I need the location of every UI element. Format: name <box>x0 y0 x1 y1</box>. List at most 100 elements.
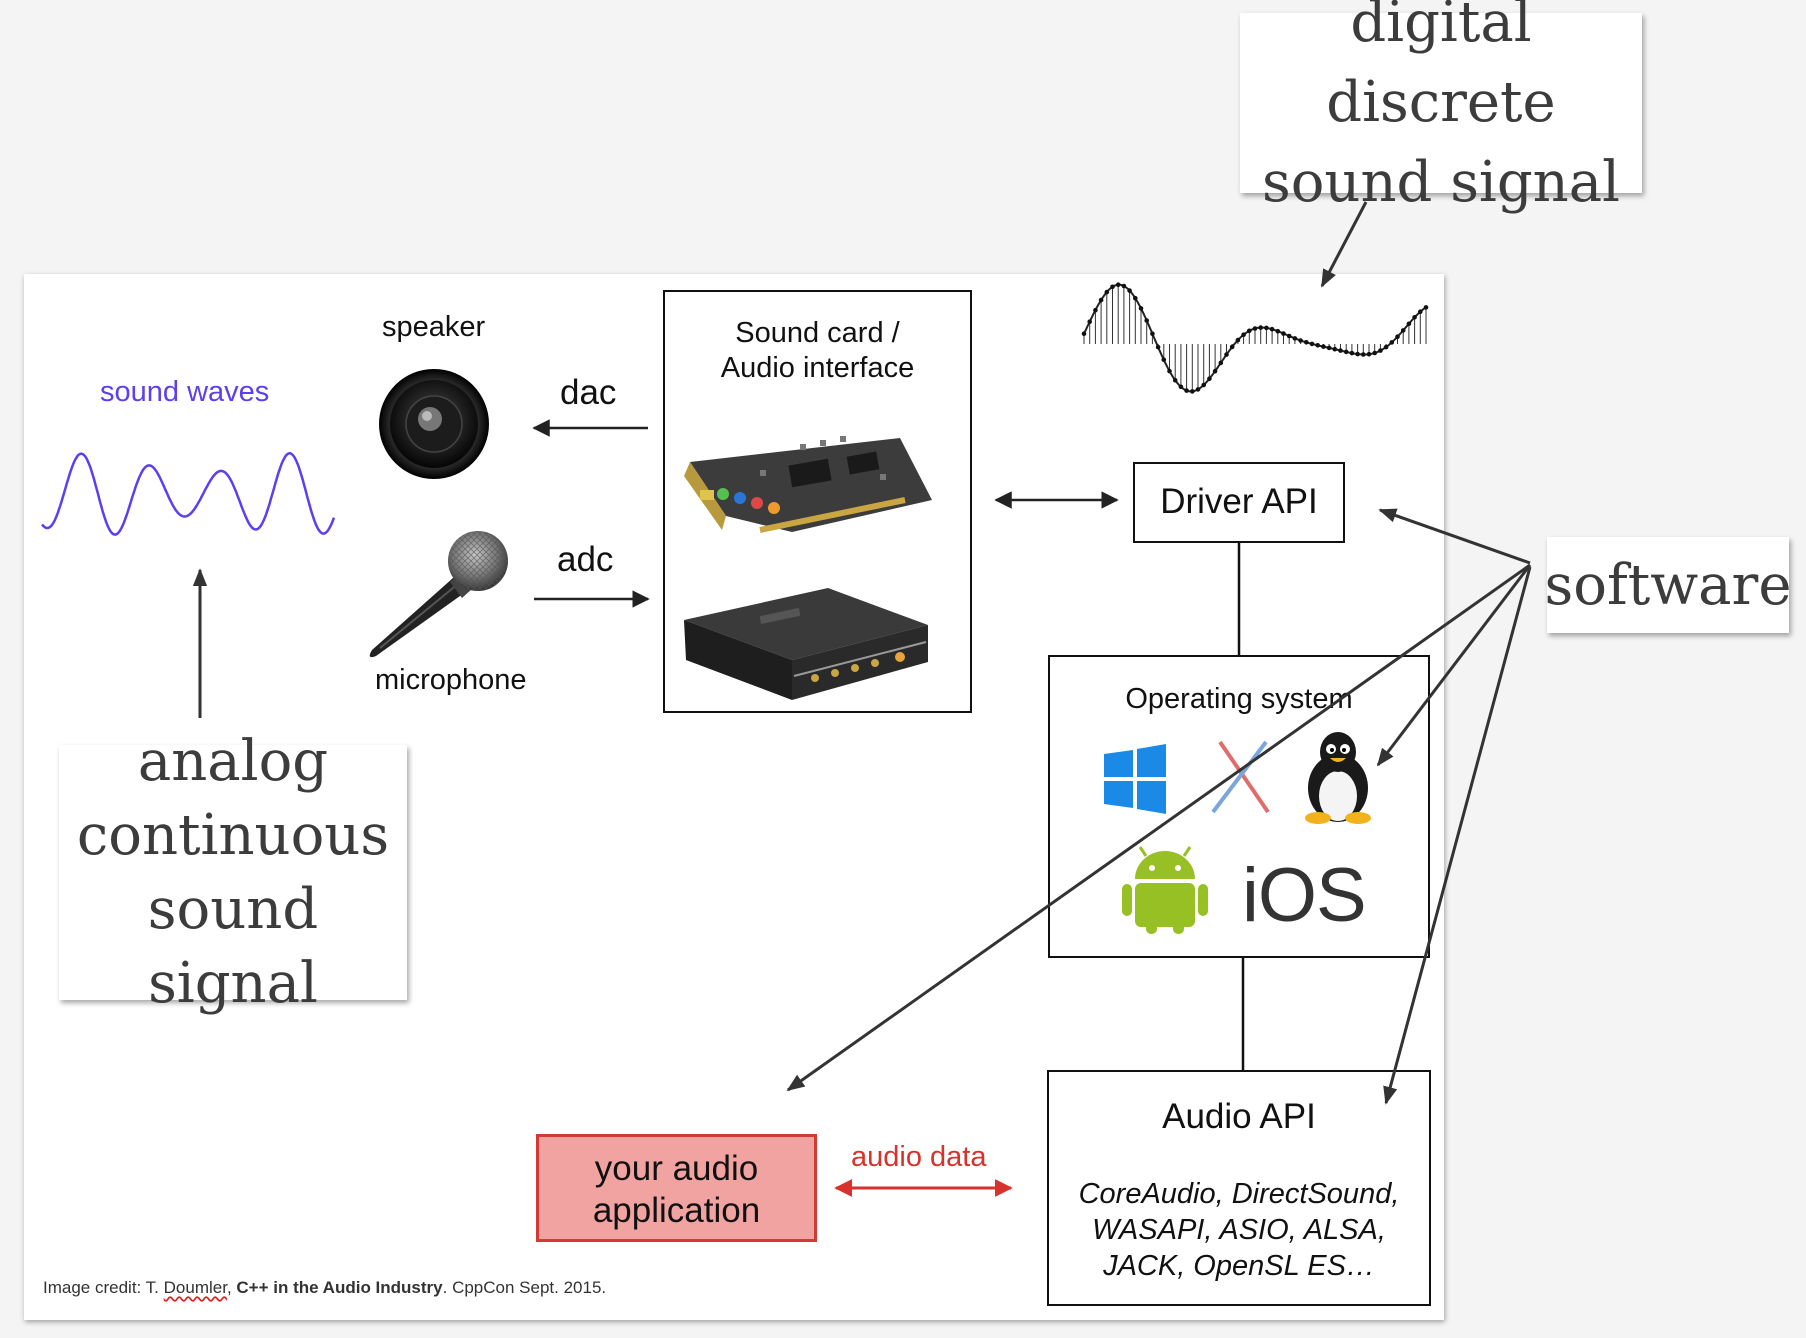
sample-point <box>1133 295 1138 301</box>
sample-point <box>1229 344 1235 350</box>
sample-point <box>1309 341 1315 347</box>
sample-point <box>1355 351 1360 357</box>
sample-point <box>1093 307 1098 313</box>
audio-data-label: audio data <box>851 1141 987 1173</box>
sample-point <box>1138 306 1144 311</box>
sample-point <box>1286 333 1292 339</box>
digital-callout-line-2: sound signal <box>1261 150 1621 215</box>
digital-discrete-wave <box>1081 282 1429 394</box>
windows-logo-icon <box>1104 744 1166 814</box>
audio-api-list-line-2: WASAPI, ASIO, ALSA, <box>1092 1214 1386 1246</box>
sample-point <box>1395 334 1400 340</box>
sample-point <box>1247 328 1252 334</box>
sample-point <box>1081 331 1087 337</box>
sound-card-title-line-1: Sound card / <box>735 317 900 349</box>
sample-point <box>1224 352 1229 357</box>
sample-point <box>1383 344 1389 350</box>
sample-point <box>1150 331 1155 337</box>
driver-api-label: Driver API <box>1160 482 1318 521</box>
sample-point <box>1167 368 1172 374</box>
sample-point <box>1361 352 1366 357</box>
microphone-icon <box>369 531 508 658</box>
sample-point <box>1178 384 1184 390</box>
sample-point <box>1161 357 1167 363</box>
audio-api-label: Audio API <box>1162 1097 1316 1136</box>
sound-card-title-line-2: Audio interface <box>720 352 915 384</box>
sample-point <box>1281 331 1286 336</box>
sample-point <box>1338 348 1343 353</box>
sample-point <box>1155 344 1161 350</box>
sample-point <box>1372 350 1377 356</box>
linux-tux-icon <box>1305 732 1371 824</box>
sample-point <box>1184 388 1189 393</box>
macos-x-logo-icon <box>1211 740 1270 814</box>
analog-signal-callout: analog continuous sound signal <box>59 729 407 1016</box>
sample-point <box>1378 348 1383 353</box>
sample-point <box>1269 326 1275 332</box>
sample-point <box>1104 289 1110 295</box>
analog-callout-line-1: analog <box>137 728 329 794</box>
sound-waves-label: sound waves <box>100 376 270 408</box>
sample-point <box>1292 336 1298 341</box>
sample-point <box>1212 368 1218 374</box>
adc-label: adc <box>557 540 614 579</box>
sample-point <box>1326 345 1332 351</box>
your-app-line-2: application <box>592 1191 761 1230</box>
sample-point <box>1110 284 1115 290</box>
sample-point <box>1406 321 1412 327</box>
sample-point <box>1087 319 1092 325</box>
audio-api-list-line-1: CoreAudio, DirectSound, <box>1078 1178 1400 1210</box>
driver-api-box <box>1133 462 1345 543</box>
software-callout: software <box>1544 537 1792 633</box>
microphone-label: microphone <box>375 664 527 696</box>
external-audio-interface-icon <box>684 588 928 700</box>
ios-label: iOS <box>1242 853 1367 938</box>
digital-signal-callout: digital discrete sound signal <box>1240 0 1642 215</box>
sample-point <box>1252 326 1258 331</box>
android-logo-icon <box>1122 846 1208 934</box>
sample-point <box>1121 283 1127 289</box>
sample-point <box>1195 387 1201 392</box>
credit-suffix: . CppCon Sept. 2015. <box>442 1278 607 1297</box>
pci-sound-card-icon <box>684 436 932 533</box>
sample-point <box>1412 315 1417 320</box>
your-app-line-1: your audio <box>594 1149 759 1188</box>
sample-point <box>1400 328 1406 333</box>
speaker-label: speaker <box>382 311 486 343</box>
sample-point <box>1218 360 1224 366</box>
sample-point <box>1172 378 1178 383</box>
sample-point <box>1315 343 1320 348</box>
your-audio-application-box <box>536 1134 817 1242</box>
sample-point <box>1275 328 1281 334</box>
sample-point <box>1144 318 1149 323</box>
sample-point <box>1241 332 1246 338</box>
speaker-icon <box>379 369 489 479</box>
credit-sep: , <box>226 1278 237 1297</box>
sample-point <box>1115 282 1121 288</box>
sample-point <box>1343 349 1349 355</box>
sample-point <box>1423 305 1429 310</box>
software-callout-arrows <box>786 508 1532 1105</box>
image-credit: Image credit: T. Doumler, C++ in the Aud… <box>43 1278 606 1298</box>
sample-point <box>1332 346 1338 352</box>
sample-point <box>1127 288 1132 293</box>
audio-api-box <box>1047 1070 1431 1306</box>
sample-point <box>1389 340 1395 345</box>
credit-prefix: Image credit: T. <box>43 1278 164 1297</box>
dac-label: dac <box>560 373 617 412</box>
sample-point <box>1298 338 1303 343</box>
sample-point <box>1258 325 1263 330</box>
credit-title: C++ in the Audio Industry <box>236 1278 443 1297</box>
credit-author: Doumler <box>163 1278 227 1297</box>
sample-point <box>1190 389 1195 394</box>
sample-point <box>1235 337 1241 343</box>
sample-point <box>1098 297 1104 303</box>
sample-point <box>1366 351 1372 357</box>
sample-point <box>1418 309 1423 315</box>
software-callout-text: software <box>1544 552 1792 618</box>
operating-system-box <box>1048 655 1430 958</box>
analog-callout-line-3: sound signal <box>147 876 319 1016</box>
digital-callout-arrow <box>1320 201 1368 288</box>
